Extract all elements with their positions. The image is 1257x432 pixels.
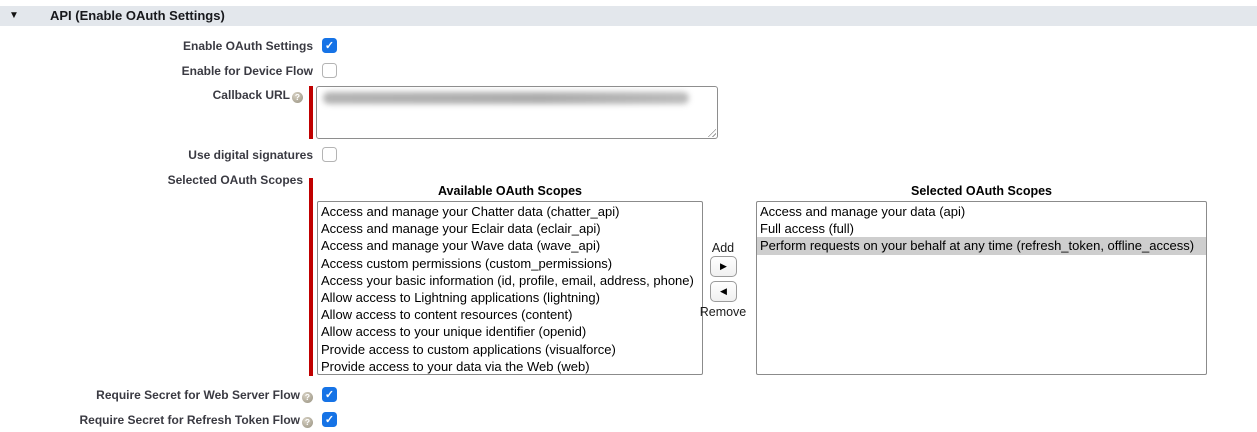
available-scopes-list[interactable]: Access and manage your Chatter data (cha… [317, 201, 703, 375]
digital-signatures-checkbox[interactable]: ✓ [322, 147, 337, 162]
available-scope-option[interactable]: Access and manage your Wave data (wave_a… [321, 238, 601, 254]
selected-scopes-header: Selected OAuth Scopes [910, 184, 1052, 198]
callback-url-label-text: Callback URL [212, 88, 290, 102]
selected-scopes-list[interactable]: Access and manage your data (api) Full ac… [756, 201, 1207, 375]
check-icon: ✓ [324, 389, 335, 401]
require-secret-refresh-token-label-text: Require Secret for Refresh Token Flow [79, 413, 301, 427]
right-arrow-icon: ▶ [720, 261, 727, 271]
digital-signatures-label: Use digital signatures [188, 148, 313, 162]
available-scope-option[interactable]: Access and manage your Eclair data (ecla… [321, 221, 601, 237]
redacted-url-value [323, 92, 689, 104]
add-button[interactable]: ▶ [710, 256, 737, 277]
require-secret-web-server-label-text: Require Secret for Web Server Flow [96, 388, 300, 402]
callback-url-label: Callback URL? [0, 88, 303, 103]
resize-handle-icon[interactable] [705, 126, 716, 137]
available-scope-option[interactable]: Access custom permissions (custom_permis… [321, 255, 613, 271]
require-secret-refresh-token-checkbox[interactable]: ✓ [322, 412, 337, 427]
callback-url-help-icon[interactable]: ? [292, 92, 303, 103]
require-secret-refresh-token-help-icon[interactable]: ? [302, 417, 313, 428]
oauth-scopes-required-bar [309, 178, 313, 376]
available-scope-option[interactable]: Access your basic information (id, profi… [321, 272, 694, 288]
selected-scope-option[interactable]: Full access (full) [760, 221, 854, 237]
callback-url-required-bar [309, 86, 313, 139]
check-icon: ✓ [324, 414, 335, 426]
collapse-icon[interactable]: ▼ [9, 10, 19, 21]
available-scope-option[interactable]: Allow access to your unique identifier (… [321, 324, 587, 340]
callback-url-textarea[interactable] [316, 86, 718, 139]
enable-oauth-label: Enable OAuth Settings [182, 39, 313, 53]
remove-button[interactable]: ◀ [710, 281, 737, 302]
available-scope-option[interactable]: Provide access to your data via the Web … [321, 358, 590, 374]
selected-scope-option[interactable]: Perform requests on your behalf at any t… [757, 237, 1206, 255]
add-label: Add [711, 241, 735, 255]
device-flow-label: Enable for Device Flow [181, 64, 313, 78]
remove-label: Remove [699, 305, 747, 319]
require-secret-refresh-token-label: Require Secret for Refresh Token Flow? [0, 413, 313, 428]
selected-scope-option[interactable]: Access and manage your data (api) [760, 204, 966, 219]
left-arrow-icon: ◀ [720, 286, 727, 296]
check-icon: ✓ [324, 40, 335, 52]
available-scope-option[interactable]: Provide access to custom applications (v… [321, 341, 616, 357]
require-secret-web-server-checkbox[interactable]: ✓ [322, 387, 337, 402]
available-scope-option[interactable]: Allow access to content resources (conte… [321, 307, 573, 323]
section-header[interactable]: ▼ API (Enable OAuth Settings) [0, 6, 1257, 26]
section-title: API (Enable OAuth Settings) [50, 8, 225, 23]
device-flow-checkbox[interactable]: ✓ [322, 63, 337, 78]
require-secret-web-server-help-icon[interactable]: ? [302, 392, 313, 403]
available-scope-option[interactable]: Access and manage your Chatter data (cha… [321, 204, 620, 219]
require-secret-web-server-label: Require Secret for Web Server Flow? [0, 388, 313, 403]
enable-oauth-checkbox[interactable]: ✓ [322, 38, 337, 53]
available-scope-option[interactable]: Allow access to Lightning applications (… [321, 289, 600, 305]
oauth-scopes-label: Selected OAuth Scopes [167, 173, 303, 187]
available-scopes-header: Available OAuth Scopes [437, 184, 583, 198]
